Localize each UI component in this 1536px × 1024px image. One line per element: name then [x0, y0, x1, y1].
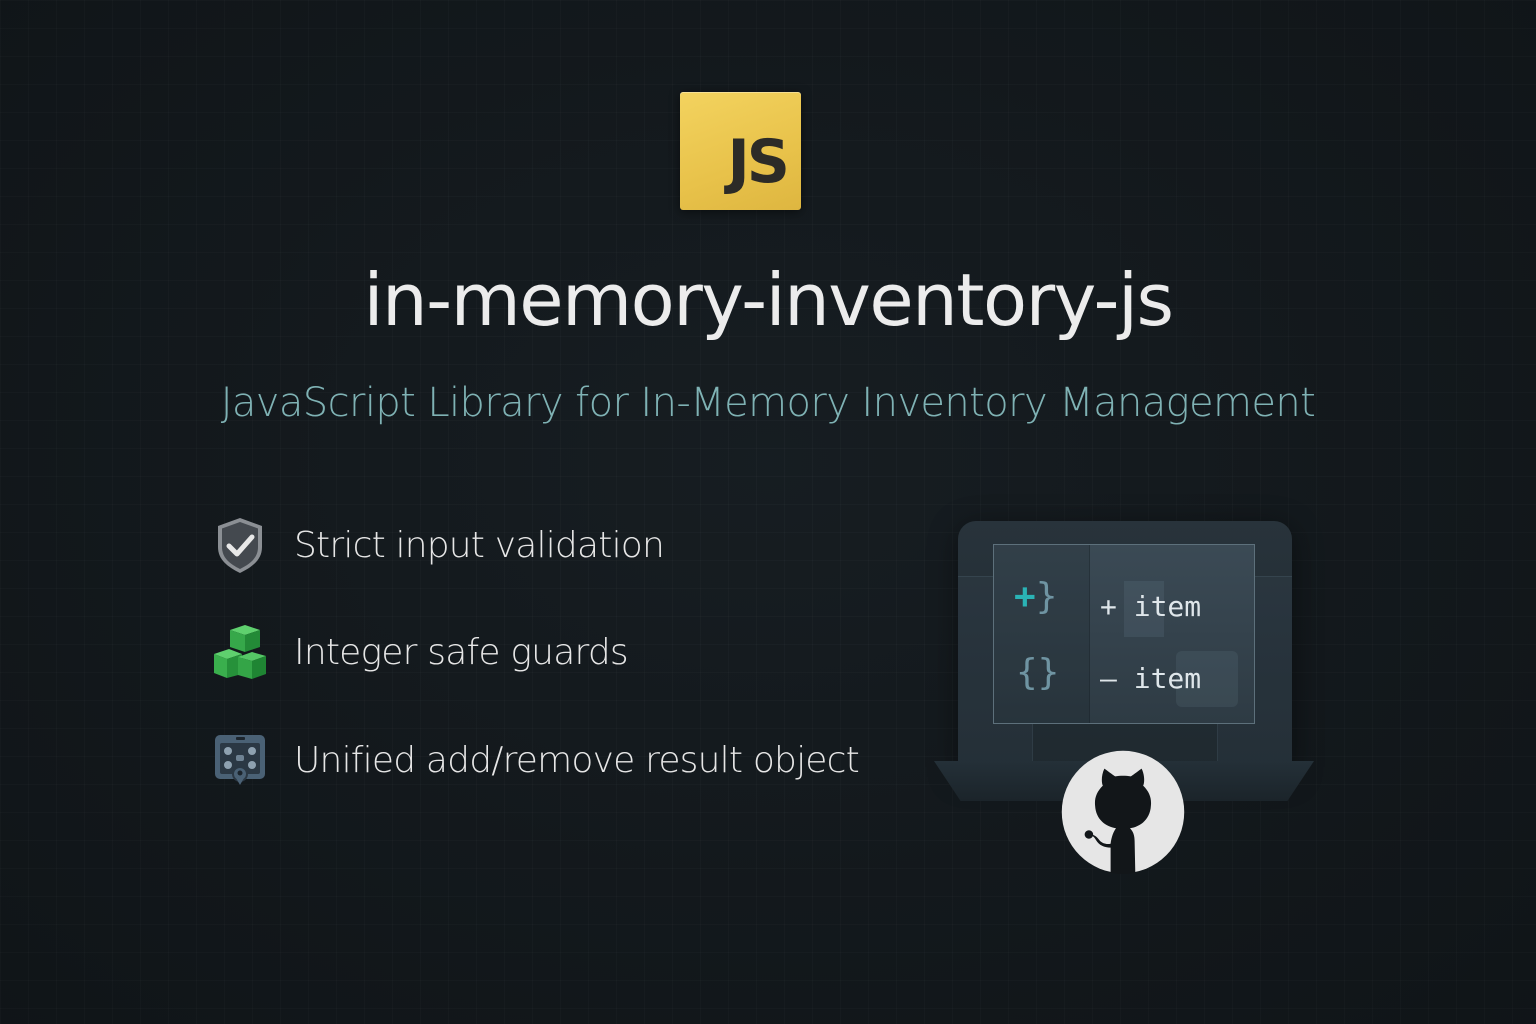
code-highlight — [1124, 581, 1164, 637]
code-line-remove: – item — [1100, 665, 1201, 693]
add-braces-icon: +} — [1014, 576, 1058, 617]
braces-icon: {} — [1016, 652, 1060, 693]
feature-item: Integer safe guards — [212, 622, 629, 682]
code-text: item — [1133, 590, 1202, 623]
code-screen: +} {} + item – item — [993, 544, 1255, 724]
feature-label: Integer safe guards — [294, 631, 629, 673]
remove-operator: – — [1100, 662, 1117, 695]
code-line-add: + item — [1100, 593, 1201, 621]
feature-item: Strict input validation — [212, 515, 665, 575]
code-text: item — [1133, 662, 1202, 695]
add-operator: + — [1100, 590, 1117, 623]
feature-label: Unified add/remove result object — [294, 739, 860, 781]
javascript-logo-icon: JS — [680, 92, 801, 210]
page-subtitle: JavaScript Library for In-Memory Invento… — [220, 380, 1316, 426]
feature-label: Strict input validation — [294, 524, 665, 566]
code-highlight — [1176, 651, 1238, 707]
green-cubes-icon — [212, 622, 268, 682]
laptop-illustration: +} {} + item – item — [930, 518, 1320, 808]
page-title: in-memory-inventory-js — [363, 258, 1174, 342]
result-panel-icon — [212, 730, 268, 790]
code-gutter — [994, 545, 1090, 723]
feature-item: Unified add/remove result object — [212, 730, 860, 790]
github-octocat-icon[interactable] — [1061, 750, 1185, 874]
logo-text: JS — [727, 127, 790, 197]
shield-check-icon — [212, 515, 268, 575]
